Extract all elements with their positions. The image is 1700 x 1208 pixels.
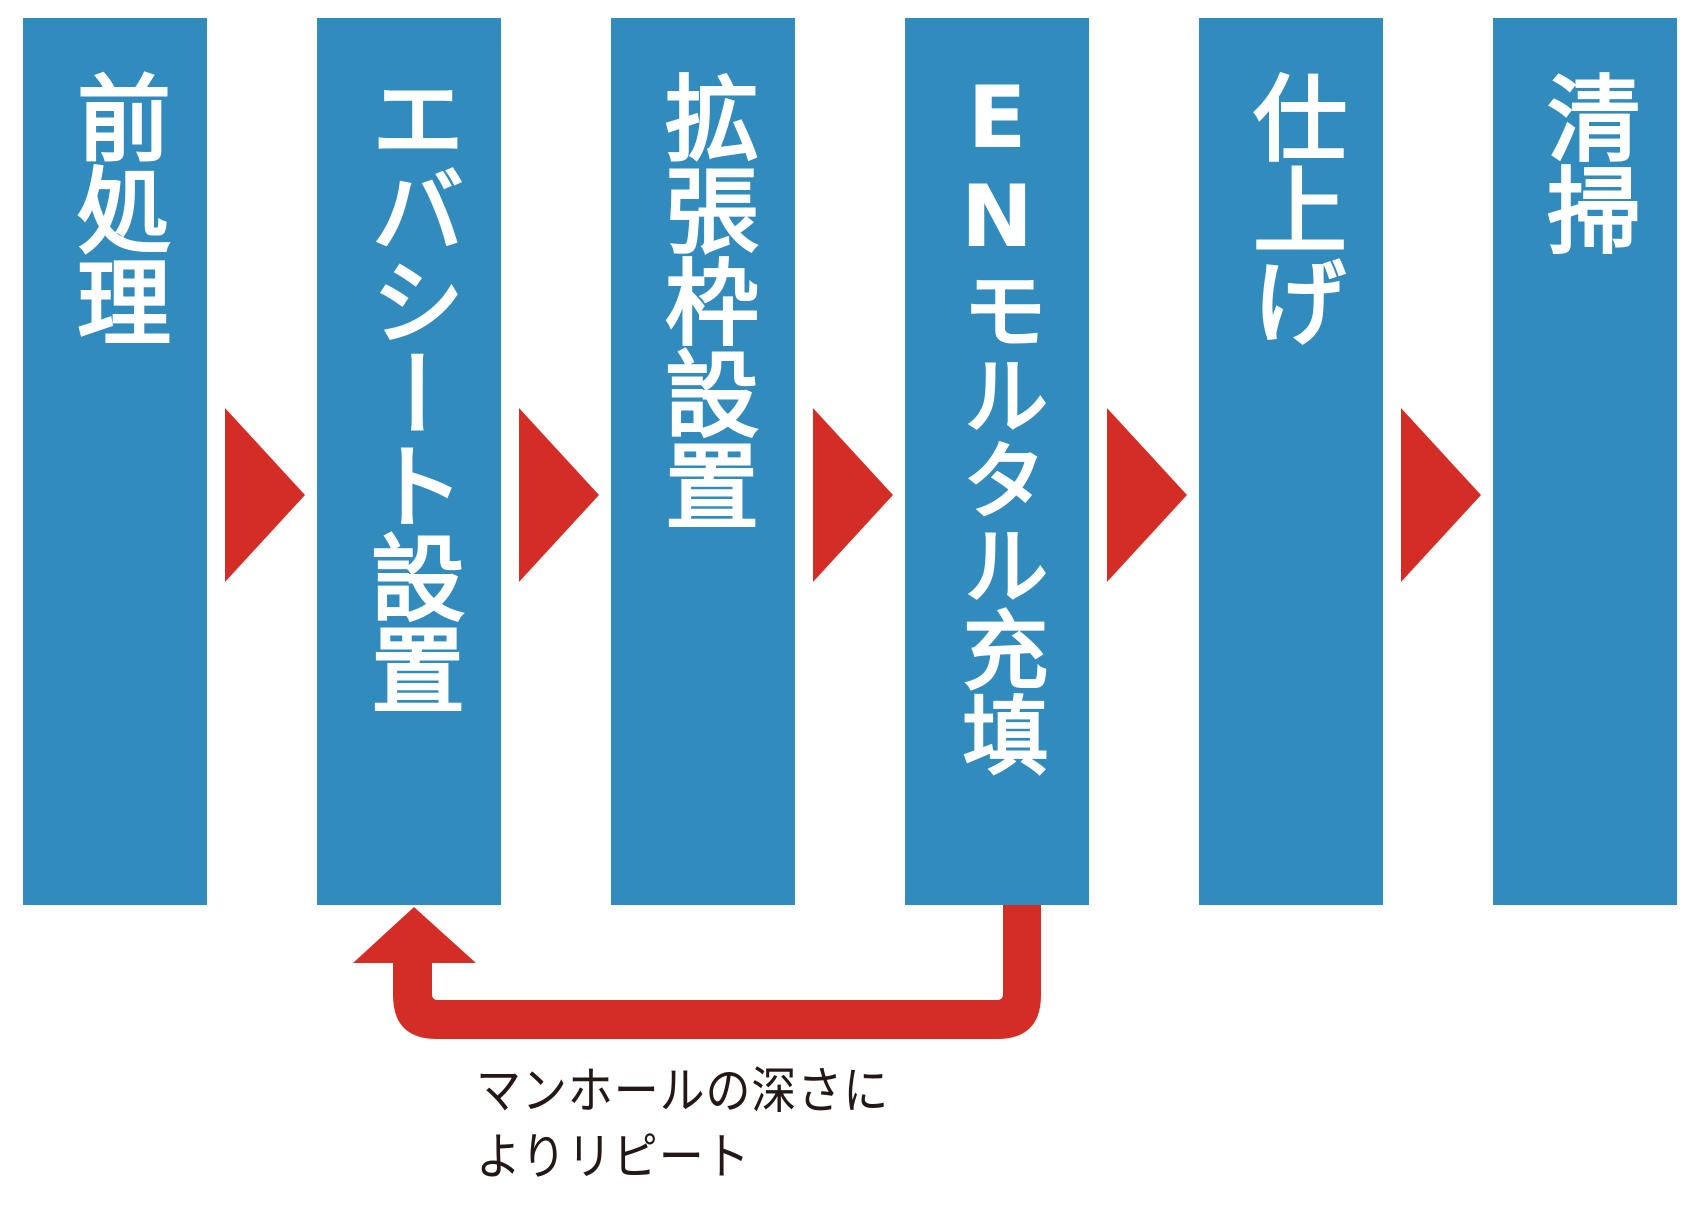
step-label: エバシート設置 (355, 70, 464, 714)
step-box-pretreatment: 前処理 (23, 18, 207, 905)
flow-arrow-icon (813, 408, 893, 582)
flow-arrow-icon (519, 408, 599, 582)
step-box-extension-frame: 拡張枠設置 (611, 18, 795, 905)
step-label: 拡張枠設置 (649, 70, 758, 530)
step-label: ENモルタル充填 (947, 68, 1047, 776)
step-box-cleaning: 清掃 (1493, 18, 1677, 905)
flow-arrow-icon (1107, 408, 1187, 582)
step-label: 前処理 (61, 70, 170, 346)
repeat-loop-arrow-icon (353, 905, 1041, 1039)
flow-arrow-icon (225, 408, 305, 582)
step-box-eva-sheet: エバシート設置 (317, 18, 501, 905)
flow-arrow-icon (1401, 408, 1481, 582)
repeat-note-line2: よりリピート (476, 1128, 751, 1186)
step-label: 清掃 (1531, 70, 1640, 254)
repeat-note: マンホールの深さに よりリピート (476, 1058, 889, 1190)
repeat-note-line1: マンホールの深さに (476, 1062, 890, 1120)
step-label: 仕上げ (1237, 70, 1346, 346)
step-box-en-mortar: ENモルタル充填 (905, 18, 1089, 905)
step-box-finishing: 仕上げ (1199, 18, 1383, 905)
